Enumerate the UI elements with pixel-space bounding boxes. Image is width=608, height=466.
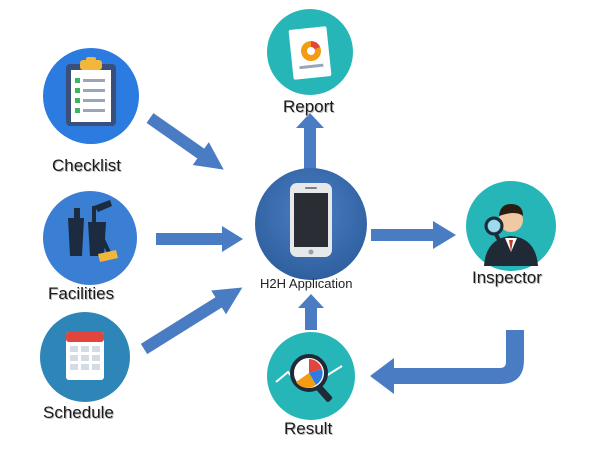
- smartphone-icon: [290, 183, 332, 257]
- arrow-checklist-to-app: [146, 113, 224, 170]
- arrow-app-to-report: [296, 113, 324, 170]
- facilities-node: [43, 191, 137, 285]
- app-node: [255, 168, 367, 280]
- report-label: Report: [283, 97, 335, 116]
- arrow-schedule-to-app: [140, 287, 243, 355]
- inspector-person-icon: [484, 204, 538, 266]
- checklist-node: [43, 48, 139, 144]
- report-node: [267, 9, 353, 95]
- arrow-facilities-to-app: [156, 226, 243, 252]
- inspector-node: [466, 181, 556, 271]
- app-label: H2H Application: [260, 276, 353, 291]
- checklist-label: Checklist: [52, 156, 121, 175]
- calendar-icon: [66, 332, 104, 380]
- arrow-app-to-inspector: [371, 221, 456, 249]
- arrow-result-to-app: [298, 294, 324, 330]
- arrows: [140, 113, 524, 394]
- arrow-inspector-to-result: [370, 330, 524, 394]
- schedule-label: Schedule: [43, 403, 114, 422]
- clipboard-checklist-icon: [66, 57, 116, 126]
- result-label: Result: [284, 419, 333, 438]
- magnifier-analytics-icon: [275, 354, 343, 402]
- inspector-label: Inspector: [472, 268, 542, 287]
- facilities-label: Facilities: [48, 284, 115, 303]
- result-node: [267, 332, 355, 420]
- schedule-node: [40, 312, 130, 402]
- cleaning-tools-icon: [68, 200, 118, 262]
- report-chart-icon: [288, 26, 332, 80]
